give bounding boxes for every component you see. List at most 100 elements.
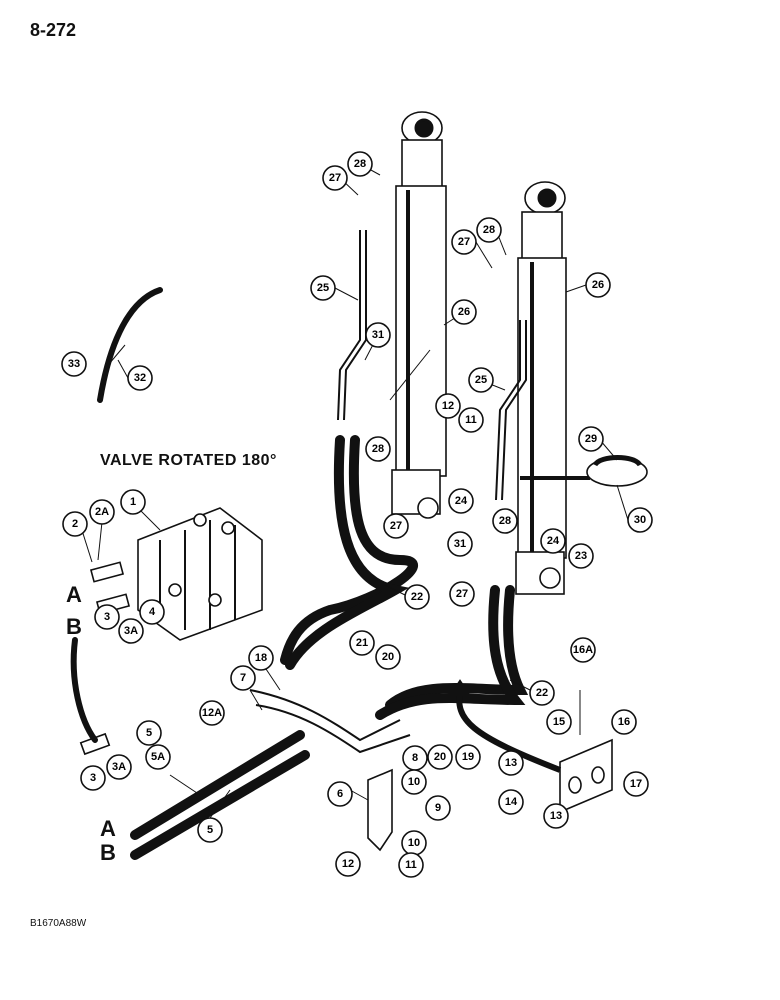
callout-31-right: 31 [447,531,473,557]
hose-clamp [586,455,648,487]
left-cylinder [391,111,447,519]
callout-16: 16 [611,709,637,735]
callout-label: 3 [104,611,110,623]
callout-7: 7 [230,665,256,691]
right-cylinder [515,181,567,595]
callout-28-low: 28 [492,508,518,534]
valve-port-b-label: B [66,614,82,639]
callout-label: 27 [458,236,470,248]
callout-label: 27 [329,172,341,184]
callout-23: 23 [568,543,594,569]
callout-3a-lower: 3A [106,754,132,780]
callout-3a: 3A [118,618,144,644]
callout-30: 30 [627,507,653,533]
callout-10: 10 [401,769,427,795]
callout-label: 12A [202,707,222,719]
callout-5: 5 [136,720,162,746]
callout-label: 10 [408,776,420,788]
callout-32: 32 [127,365,153,391]
callout-label: 3A [112,761,126,773]
bracket-and-plate [367,738,613,852]
callout-label: 25 [475,374,487,386]
callout-label: 3A [124,625,138,637]
callout-13-lower: 13 [543,803,569,829]
callout-label: 28 [483,224,495,236]
callout-label: 25 [317,282,329,294]
callout-label: 32 [134,372,146,384]
control-valve [137,507,263,641]
callout-label: 28 [499,515,511,527]
callout-27-right: 27 [451,229,477,255]
callout-8: 8 [402,745,428,771]
callout-13: 13 [498,750,524,776]
valve-port-a-label: A [66,582,82,607]
callout-label: 19 [462,751,474,763]
callout-label: 12 [342,858,354,870]
callout-19: 19 [455,744,481,770]
callout-24: 24 [448,488,474,514]
callout-26-right: 26 [585,272,611,298]
callout-14: 14 [498,789,524,815]
callout-6: 6 [327,781,353,807]
callout-22: 22 [404,584,430,610]
callout-4: 4 [139,599,165,625]
callout-2a: 2A [89,499,115,525]
callout-label: 28 [372,443,384,455]
callout-label: 21 [356,637,368,649]
callout-33: 33 [61,351,87,377]
callout-label: 5 [207,824,213,836]
callout-label: 14 [505,796,518,808]
callout-27-mid: 27 [383,513,409,539]
callout-label: 4 [149,606,156,618]
callout-label: 12 [442,400,454,412]
callout-12: 12 [435,393,461,419]
callout-label: 7 [240,672,246,684]
callout-2: 2 [62,511,88,537]
callout-28-mid: 28 [365,436,391,462]
callout-label: 24 [547,535,560,547]
callout-25-right: 25 [468,367,494,393]
callout-label: 9 [435,802,441,814]
callout-24-right: 24 [540,528,566,554]
callout-label: 13 [505,757,517,769]
direction-arrows [449,476,590,773]
callout-10-lower: 10 [401,830,427,856]
callout-11: 11 [458,407,484,433]
page-number: 8-272 [30,20,77,40]
callout-label: 13 [550,810,562,822]
callout-label: 20 [382,651,394,663]
callout-label: 2A [95,506,109,518]
valve-rotated-note: VALVE ROTATED 180° [100,452,277,469]
callout-label: 1 [130,496,136,508]
tubes [249,230,527,754]
callout-label: 29 [585,433,597,445]
callout-label: 3 [90,772,96,784]
callout-label: 30 [634,514,646,526]
callout-12-lower: 12 [335,851,361,877]
callout-1: 1 [120,489,146,515]
hoses [70,287,529,860]
drawing-code: B1670A88W [30,918,87,929]
callout-5a: 5A [145,744,171,770]
callout-25: 25 [310,275,336,301]
callout-9: 9 [425,795,451,821]
callout-label: 28 [354,158,366,170]
callout-label: 11 [465,414,477,426]
callout-20-lower: 20 [427,744,453,770]
callout-label: 31 [372,329,384,341]
callout-3-lower: 3 [80,765,106,791]
callout-26: 26 [451,299,477,325]
callout-label: 16A [573,644,593,656]
callout-5-lower: 5 [197,817,223,843]
callout-label: 33 [68,358,80,370]
callout-label: 11 [405,859,417,871]
callout-label: 24 [455,495,468,507]
callout-27: 27 [322,165,348,191]
callout-label: 2 [72,518,78,530]
callout-label: 18 [255,652,267,664]
callout-16a: 16A [570,637,596,663]
callout-label: 6 [337,788,343,800]
callout-label: 15 [553,716,565,728]
callout-label: 10 [408,837,420,849]
